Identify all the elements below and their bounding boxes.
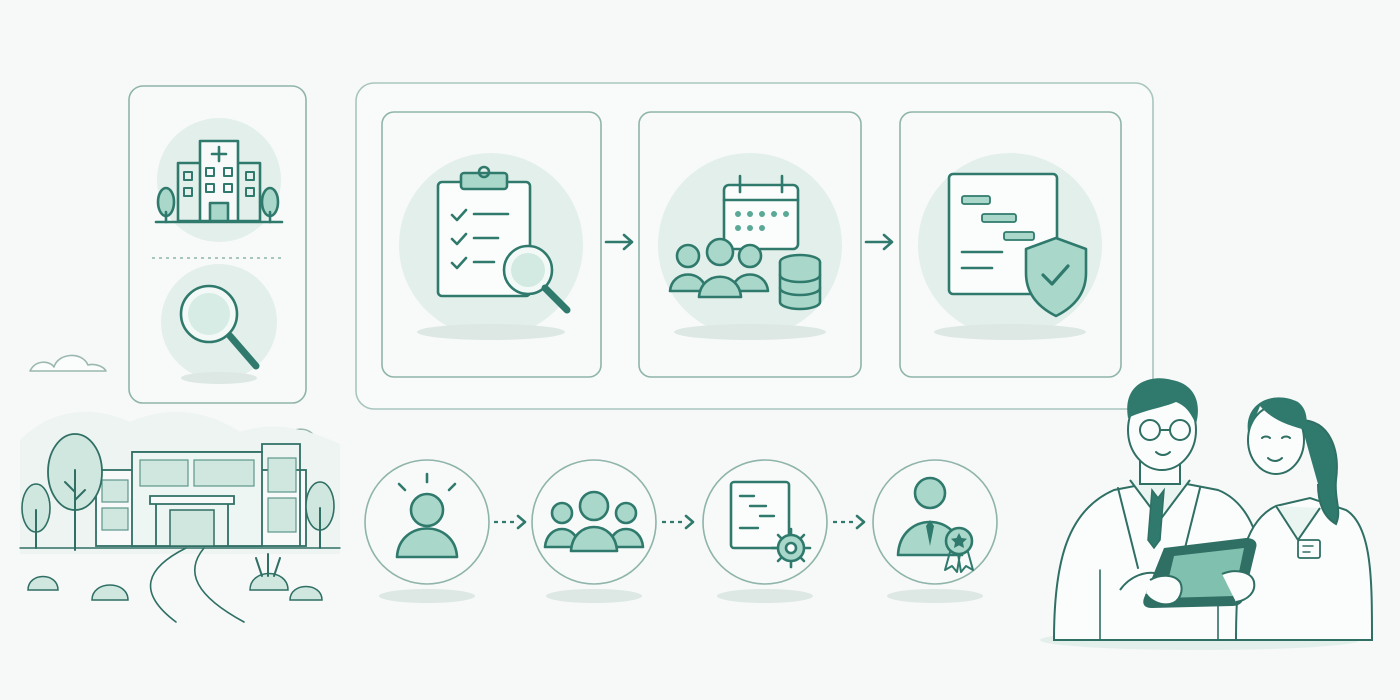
gantt-gear-icon: [729, 480, 812, 569]
clipboard-search-icon: [436, 165, 571, 314]
arrow-head-icon: [855, 514, 866, 530]
person-idea-icon: [395, 472, 459, 559]
female-doctor: [1234, 397, 1374, 641]
top-step-3: [899, 111, 1122, 378]
bottom-step-4: [872, 459, 998, 603]
arrow-head-icon: [516, 514, 527, 530]
gantt-shield-icon: [947, 172, 1088, 318]
tree-icon: [21, 433, 335, 551]
magnifier-icon: [161, 264, 277, 384]
arrow-right-icon: [604, 233, 634, 251]
bottom-step-1: [364, 459, 490, 603]
left-panel: [128, 85, 307, 404]
arrow-right-icon: [864, 233, 894, 251]
top-step-2: [638, 111, 862, 378]
professional-award-icon: [896, 476, 974, 573]
bottom-process: [364, 459, 998, 603]
hospital-campus-scene: [19, 354, 341, 623]
calendar-team-database-icon: [668, 174, 822, 311]
top-process-panel: [355, 82, 1154, 410]
hospital-icon: [154, 118, 284, 242]
top-step-1: [381, 111, 602, 378]
doctors-with-tablet-scene: [1040, 378, 1374, 650]
arrow-head-icon: [684, 514, 695, 530]
tablet-icon: [1143, 538, 1257, 608]
bottom-step-3: [702, 459, 828, 603]
team-icon: [543, 490, 645, 553]
bottom-step-2: [531, 459, 657, 603]
